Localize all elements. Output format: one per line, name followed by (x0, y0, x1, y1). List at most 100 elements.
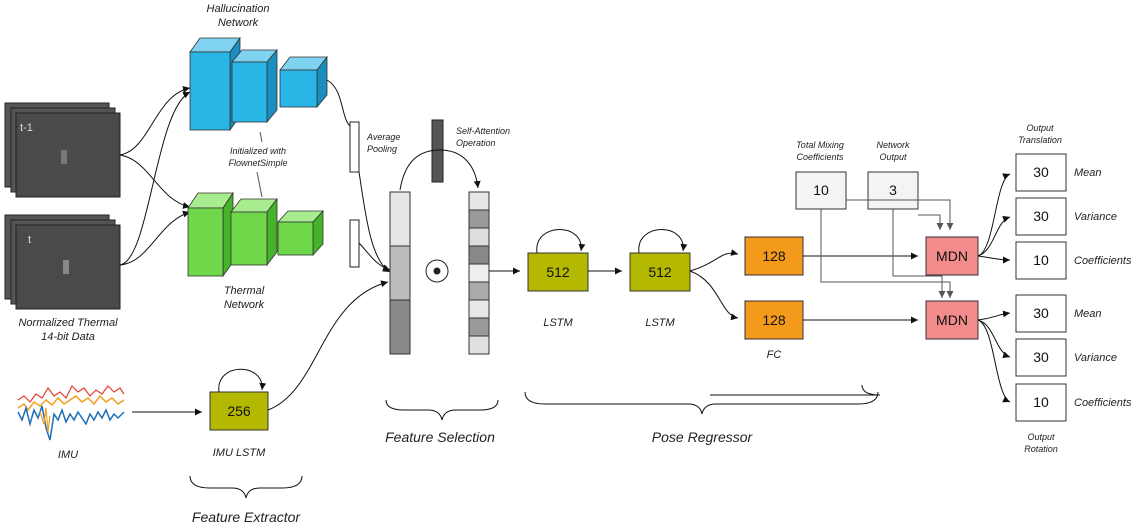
thermal-label-line2: Network (224, 299, 265, 311)
out-translation-coef-value: 10 (1033, 252, 1049, 268)
mdn-rotation-box (925, 300, 979, 340)
mixing-coefficients-value: 10 (813, 182, 829, 198)
edge-lstm2-to-fc2 (689, 270, 739, 321)
output-translation-label-line1: Output (1026, 123, 1054, 133)
out-rotation-coef-box (1015, 383, 1067, 422)
edge-pool1-to-features (358, 171, 391, 273)
init-label-line2: FlownetSimple (228, 158, 287, 168)
edge-mdn2-to-var (977, 319, 1011, 359)
edge-cur-to-hallucination (119, 91, 191, 266)
mdn-translation-box (925, 236, 979, 276)
imu-lstm-recurrent-loop (218, 368, 267, 393)
self-attention-block (431, 119, 444, 183)
thermal-label-line1: Thermal (224, 285, 265, 297)
avg-pool-label-line2: Pooling (367, 144, 397, 154)
hadamard-dot (433, 267, 441, 275)
edge-netout-to-mdn1 (918, 214, 944, 230)
mdn-translation-label: MDN (936, 248, 968, 264)
edge-prev-to-thermal (119, 154, 191, 209)
edge-attention-arc (399, 149, 481, 191)
avg-pool-hallucination (349, 121, 360, 173)
lstm2-recurrent-loop (638, 229, 688, 254)
feature-selection-label: Feature Selection (385, 429, 495, 445)
out-rotation-coef-label: Coefficients (1074, 397, 1132, 409)
avg-pool-label-line1: Average (366, 132, 400, 142)
lstm2-label: LSTM (645, 317, 675, 329)
frame-cur-label: t (28, 234, 31, 246)
netout-label-line1: Network (876, 140, 910, 150)
pose-regressor-label: Pose Regressor (652, 429, 754, 445)
hallucination-label-line2: Network (218, 17, 259, 29)
edge-mix-to-mdn1 (846, 199, 954, 230)
init-link-top (259, 131, 263, 143)
self-attention-label-line2: Operation (456, 138, 496, 148)
netout-label-line2: Output (879, 152, 907, 162)
out-translation-mean-label: Mean (1074, 167, 1102, 179)
init-link-bottom (256, 171, 263, 198)
output-translation-label-line2: Translation (1018, 135, 1062, 145)
edge-netout-to-mdn2 (892, 209, 946, 298)
frame-prev-label: t-1 (20, 122, 33, 134)
out-rotation-mean-label: Mean (1074, 308, 1102, 320)
out-rotation-mean-value: 30 (1033, 305, 1049, 321)
attended-feature-vector (468, 191, 490, 355)
imu-lstm-value: 256 (227, 403, 251, 419)
imu-lstm-box (209, 391, 269, 431)
input-label-line2: 14-bit Data (41, 331, 95, 343)
out-translation-mean-value: 30 (1033, 164, 1049, 180)
hallucination-network (189, 36, 328, 132)
input-label-line1: Normalized Thermal (18, 317, 118, 329)
spacer (710, 384, 881, 396)
out-translation-coef-label: Coefficients (1074, 255, 1132, 267)
fc1-value: 128 (762, 248, 786, 264)
self-attention-label-line1: Self-Attention (456, 126, 510, 136)
hallucination-label-line1: Hallucination (207, 3, 270, 15)
fc2-value: 128 (762, 312, 786, 328)
edge-mdn1-to-var (977, 215, 1011, 257)
lstm1-recurrent-loop (536, 229, 586, 254)
out-rotation-coef-value: 10 (1033, 394, 1049, 410)
out-translation-var-value: 30 (1033, 208, 1049, 224)
edge-lstm2-to-fc1 (689, 249, 739, 272)
edge-prev-to-hallucination (119, 85, 191, 156)
thermal-network (187, 191, 324, 278)
out-rotation-var-label: Variance (1074, 352, 1117, 364)
edge-pool2-to-features (358, 242, 391, 272)
feature-vector (389, 191, 411, 355)
out-translation-var-label: Variance (1074, 211, 1117, 223)
out-translation-mean-box (1015, 153, 1067, 192)
lstm2-value: 512 (648, 264, 672, 280)
output-rotation-label-line2: Rotation (1024, 444, 1058, 454)
edge-mix-to-mdn2 (820, 209, 954, 298)
network-output-value: 3 (889, 182, 897, 198)
thermal-frames-prev: t-1 (4, 102, 121, 198)
edge-mdn2-to-mean (977, 310, 1011, 321)
avg-pool-thermal (349, 219, 360, 268)
out-translation-coef-box (1015, 241, 1067, 280)
lstm1-box (527, 252, 589, 292)
edge-mdn2-to-coef (977, 319, 1011, 403)
mdn-rotation-label: MDN (936, 312, 968, 328)
mixing-coefficients-box (795, 171, 847, 210)
imu-label: IMU (58, 449, 78, 461)
edge-mdn1-to-coef (977, 255, 1011, 264)
output-rotation-label-line1: Output (1027, 432, 1055, 442)
lstm2-box (629, 252, 691, 292)
out-translation-var-box (1015, 197, 1067, 236)
lstm1-value: 512 (546, 264, 570, 280)
thermal-frames-cur: t (4, 214, 121, 310)
brace-pose-regressor (524, 391, 879, 415)
edge-hallucination-to-pool (326, 79, 353, 129)
edge-imu-lstm-to-features (267, 280, 389, 411)
edge-mdn1-to-mean (977, 173, 1011, 257)
mix-label-line2: Coefficients (796, 152, 844, 162)
brace-feature-extractor (189, 475, 303, 499)
init-label-line1: Initialized with (230, 146, 286, 156)
lstm1-label: LSTM (543, 317, 573, 329)
fc1-box (744, 236, 804, 276)
out-rotation-mean-box (1015, 294, 1067, 333)
edge-cur-to-thermal (119, 210, 191, 266)
imu-lstm-label: IMU LSTM (213, 447, 266, 459)
fc-label: FC (767, 349, 782, 361)
